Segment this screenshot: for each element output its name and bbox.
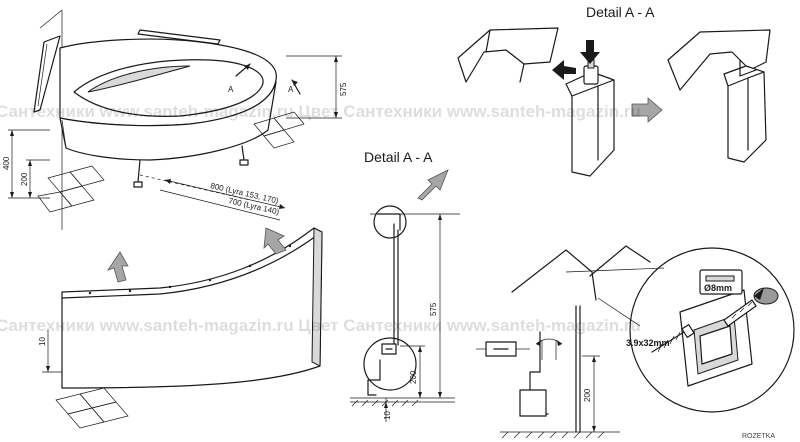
watermark-top: Сантехники www.santeh-magazin.ru Цвет Са… <box>0 102 641 121</box>
bathtub-isometric: A A 575 400 200 800 (Lyra 153, 170) 700 … <box>2 9 348 230</box>
leg-right <box>241 145 245 161</box>
tub-body <box>59 81 277 161</box>
detail-title-top: Detail A - A <box>586 4 655 20</box>
dim-200-left: 200 <box>20 172 29 186</box>
floor-tiles-left <box>37 165 105 213</box>
detail-arrow-mid <box>417 169 449 201</box>
rozetka-logo: ROZETKA <box>736 428 800 442</box>
dim-575-top: 575 <box>339 82 348 96</box>
zoom-circle-bottom <box>363 337 417 391</box>
dim-10-panel: 10 <box>38 337 47 346</box>
watermark-bottom: Сантехники www.santeh-magazin.ru Цвет Са… <box>0 316 641 335</box>
dim-10-mid: 10 <box>383 411 392 420</box>
floor-tiles-right <box>253 111 305 149</box>
detail-title-mid: Detail A - A <box>364 149 433 165</box>
zoom-circle-top <box>373 205 407 239</box>
rozetka-logo-text: ROZETKA <box>742 433 775 440</box>
front-panel: 10 <box>38 227 323 429</box>
dim-200-right: 200 <box>583 388 592 402</box>
dim-575-mid: 575 <box>429 302 438 316</box>
panel-body <box>61 227 323 389</box>
wall-plug <box>723 299 757 327</box>
cap-before <box>457 27 559 83</box>
push-arrow-down <box>580 40 600 64</box>
section-mark-a1: A <box>228 85 234 94</box>
leg-left <box>137 159 141 183</box>
panel-arrow-left <box>107 251 129 283</box>
detail-cap: Detail A - A <box>457 4 771 177</box>
clip-block <box>565 71 615 177</box>
push-arrow-left <box>552 60 576 80</box>
section-mark-a2: A <box>288 85 294 94</box>
cap-after-clip <box>723 65 767 163</box>
step-arrow-right <box>631 97 663 123</box>
zoom-circle-screw <box>629 247 795 413</box>
detail-section-mid: Detail A - A 575 200 10 <box>350 149 460 422</box>
drill-label: Ø8mm <box>704 283 732 293</box>
floor-tiles-panel <box>55 387 129 429</box>
dim-400: 400 <box>2 156 11 170</box>
tub-basin <box>73 59 264 117</box>
detail-screw-mount: 200 Ø8mm 3.9x32mm <box>476 245 795 439</box>
panel-arrow-right <box>263 227 287 255</box>
dim-200-mid: 200 <box>409 370 418 384</box>
screw-label: 3.9x32mm <box>626 338 670 348</box>
clip-pin <box>583 65 599 85</box>
side-rail <box>33 35 61 113</box>
